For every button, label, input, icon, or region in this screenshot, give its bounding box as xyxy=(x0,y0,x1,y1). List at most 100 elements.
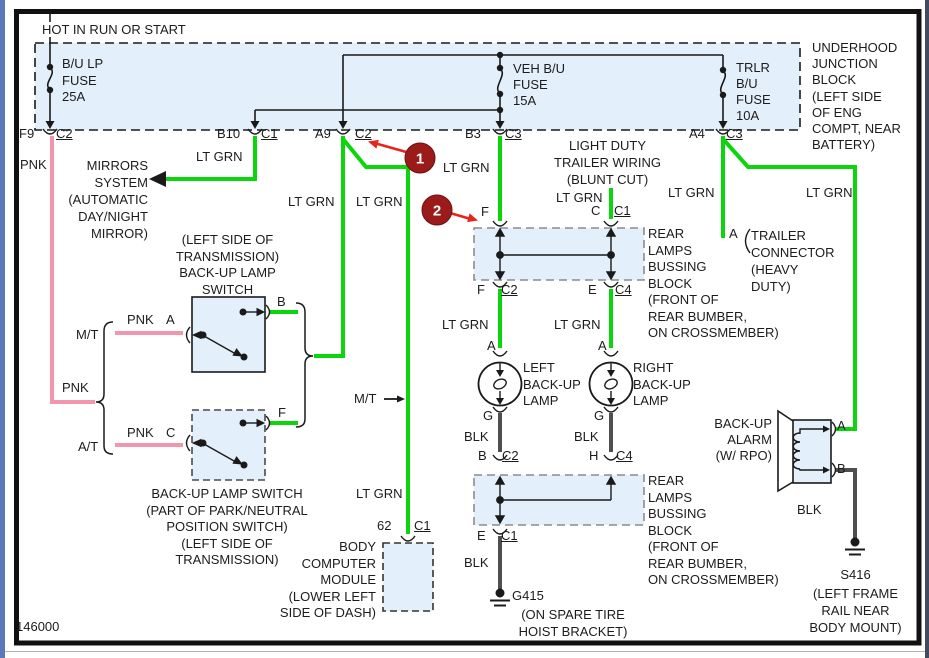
light-duty-trailer-wiring-label: LIGHT DUTY TRAILER WIRING (BLUNT CUT) xyxy=(554,138,661,187)
wire-tag-blk-alarm: BLK xyxy=(797,502,822,517)
wire-tag-ltgrn-a4-left: LT GRN xyxy=(668,185,715,200)
wire-tag-ltgrn-b3: LT GRN xyxy=(443,160,490,175)
pin-f-bb1-bottom: F xyxy=(477,282,485,297)
ground-g415-symbol xyxy=(490,588,510,607)
pin-f-at-switch: F xyxy=(278,405,286,420)
wire-tag-ltgrn-a9-right: LT GRN xyxy=(356,194,403,209)
right-backup-lamp-symbol xyxy=(588,361,634,407)
junction-block-label: UNDERHOOD JUNCTION BLOCK (LEFT SIDE OF E… xyxy=(812,40,901,153)
wire-tag-ltgrn-stub: LT GRN xyxy=(556,190,603,205)
pin-h-right-lamp-out: H xyxy=(589,448,599,463)
pin-g-right-lamp: G xyxy=(594,408,605,423)
wire-tag-blk-left-lamp: BLK xyxy=(464,429,489,444)
ground-s416-symbol xyxy=(845,537,865,556)
pnk-wires xyxy=(50,136,183,447)
ground-s416-location: (LEFT FRAME RAIL NEAR BODY MOUNT) xyxy=(809,586,902,635)
mt-pointer-label: M/T xyxy=(354,391,377,406)
wire-tag-pnk-split: PNK xyxy=(62,380,89,395)
pin-a-left-lamp: A xyxy=(487,338,496,353)
svg-text:2: 2 xyxy=(433,203,441,220)
conn-c2-bb1-bottom: C2 xyxy=(501,282,518,297)
underhood-junction-block-box xyxy=(34,42,801,131)
svg-text:1: 1 xyxy=(416,151,424,168)
fuse-trlr-bu-label: TRLR B/U FUSE 10A xyxy=(736,60,771,123)
backup-alarm-label: BACK-UP ALARM (W/ RPO) xyxy=(714,416,772,463)
switch-header-label: (LEFT SIDE OF TRANSMISSION) BACK-UP LAMP… xyxy=(175,232,280,297)
conn-c1-bcm: C1 xyxy=(414,518,431,533)
fuse-veh-bu-label: VEH B/U FUSE 15A xyxy=(513,61,566,108)
pin-b10: B10 xyxy=(217,126,241,141)
conn-c2-left-lamp-out: C2 xyxy=(502,448,519,463)
pin-g-left-lamp: G xyxy=(483,408,494,423)
pin-e-bb1-bottom: E xyxy=(588,282,597,297)
pin-b-mt-switch: B xyxy=(277,294,286,309)
pin-c-at-switch: C xyxy=(166,425,176,440)
bcm-label: BODY COMPUTER MODULE (LOWER LEFT SIDE OF… xyxy=(279,539,376,620)
switch-footer-label: BACK-UP LAMP SWITCH (PART OF PARK/NEUTRA… xyxy=(146,486,308,568)
pin-c-trailer-stub: C xyxy=(591,203,601,218)
fuse-element-dots xyxy=(46,51,727,114)
conn-c4-right-lamp-out: C4 xyxy=(616,448,633,463)
conn-c1-bb2-bottom: C1 xyxy=(501,528,518,543)
component-terminals xyxy=(185,220,837,542)
blk-wires xyxy=(498,413,857,589)
ground-g415-id: G415 xyxy=(512,588,544,603)
mirrors-system-label: MIRRORS SYSTEM (AUTOMATIC DAY/NIGHT MIRR… xyxy=(68,158,148,241)
pin-a4: A4 xyxy=(689,126,705,141)
junction-exit-arrows xyxy=(45,121,728,129)
split-braces xyxy=(95,302,314,455)
annotation-arrow-1 xyxy=(368,139,409,154)
mirrors-system-arrow xyxy=(149,171,166,187)
conn-f9-c2: C2 xyxy=(56,126,73,141)
window-edge-right xyxy=(925,0,929,658)
conn-a4-c3: C3 xyxy=(726,126,743,141)
conn-b3-c3: C3 xyxy=(505,126,522,141)
right-lamp-label: RIGHT BACK-UP LAMP xyxy=(633,360,691,408)
at-switch-internals xyxy=(191,418,266,469)
left-lamp-label: LEFT BACK-UP LAMP xyxy=(523,360,581,408)
wire-tag-ltgrn-bcm: LT GRN xyxy=(356,486,403,501)
pin-b3: B3 xyxy=(465,126,481,141)
wire-tag-ltgrn-mirrors: LT GRN xyxy=(196,149,243,164)
pin-a-trailer-connector: A xyxy=(729,226,738,241)
bussing-block-bottom-label: REAR LAMPS BUSSING BLOCK (FRONT OF REAR … xyxy=(648,473,779,587)
wire-tag-pnk-f9: PNK xyxy=(20,157,47,172)
trailer-connector-label: TRAILER CONNECTOR (HEAVY DUTY) xyxy=(751,228,835,294)
body-computer-module-box xyxy=(382,542,434,612)
doc-number: 146000 xyxy=(16,619,60,634)
annotation-marker-1: 1 xyxy=(404,142,436,174)
conn-c1-trailer-stub: C1 xyxy=(614,203,631,218)
pin-e-bb2-bottom: E xyxy=(477,528,486,543)
wire-tag-ltgrn-bb1-left: LT GRN xyxy=(442,317,489,332)
mt-pointer-arrow xyxy=(384,395,405,403)
wire-tag-blk-right-lamp: BLK xyxy=(574,429,599,444)
ground-s416-id: S416 xyxy=(840,567,871,582)
pin-b-left-lamp-out: B xyxy=(478,448,487,463)
hot-feed-label: HOT IN RUN OR START xyxy=(42,22,186,37)
wire-tag-ltgrn-a9-left: LT GRN xyxy=(288,194,335,209)
at-branch-label: A/T xyxy=(78,439,99,454)
wire-tag-ltgrn-bb1-right: LT GRN xyxy=(554,317,601,332)
annotation-arrow-2 xyxy=(449,211,478,223)
conn-b10-c1: C1 xyxy=(261,126,278,141)
conn-a9-c2: C2 xyxy=(355,126,372,141)
pin-a-mt-switch: A xyxy=(166,312,175,327)
mt-switch-internals xyxy=(191,307,266,361)
pin-a9: A9 xyxy=(315,126,331,141)
junction-connector-terminals xyxy=(42,128,731,135)
bussing-block-bottom-internals xyxy=(494,475,617,525)
wire-tag-pnk-at: PNK xyxy=(127,425,154,440)
pin-f9: F9 xyxy=(19,126,35,141)
pin-b-alarm: B xyxy=(837,461,846,476)
conn-c4-bb1-bottom: C4 xyxy=(615,282,632,297)
wire-tag-ltgrn-a4-right: LT GRN xyxy=(806,185,853,200)
ground-g415-location: (ON SPARE TIRE HOIST BRACKET) xyxy=(518,607,628,639)
pin-62-bcm: 62 xyxy=(377,518,392,533)
window-edge-left xyxy=(0,0,5,658)
pin-a-alarm: A xyxy=(837,418,846,433)
backup-alarm-symbol xyxy=(777,409,832,493)
bussing-block-top-label: REAR LAMPS BUSSING BLOCK (FRONT OF REAR … xyxy=(648,226,779,340)
lt-grn-wires xyxy=(164,136,857,534)
left-backup-lamp-symbol xyxy=(477,361,523,407)
